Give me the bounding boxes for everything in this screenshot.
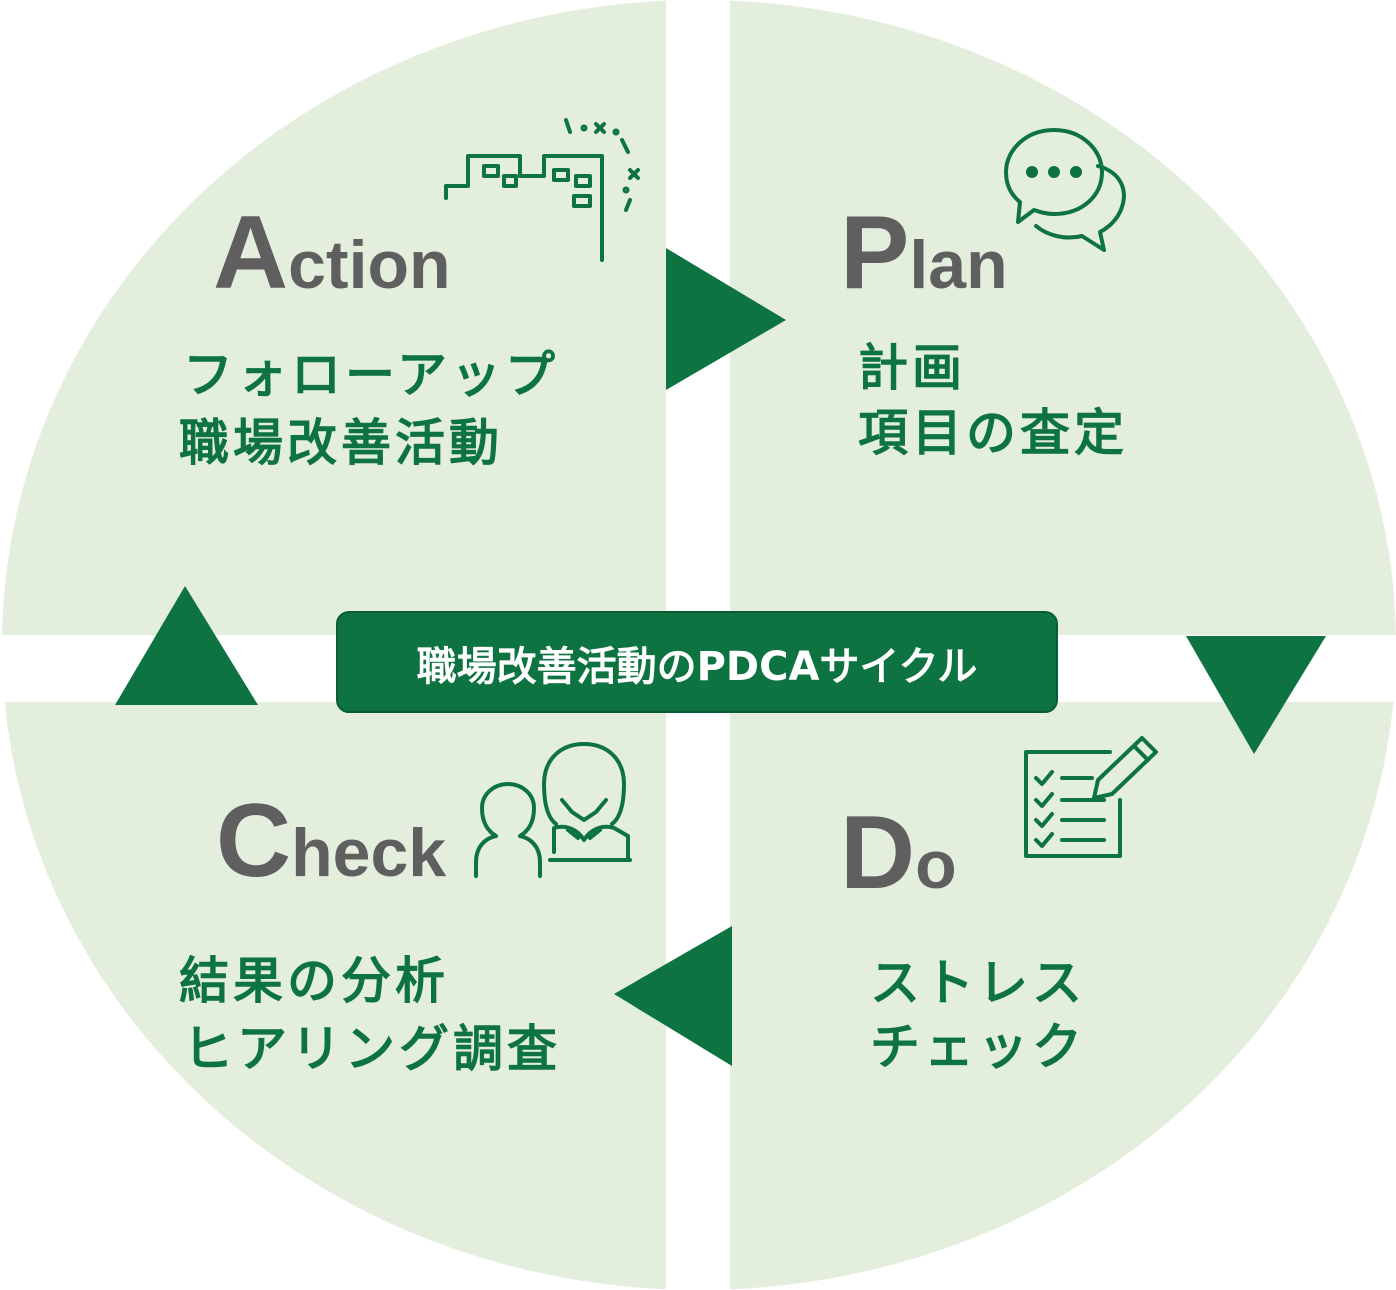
arrow-up-icon: [115, 586, 258, 705]
building-improvement-icon: [444, 118, 640, 262]
arrow-down-icon: [1186, 636, 1326, 754]
check-heading: Check: [216, 783, 446, 899]
check-line-1: 結果の分析: [179, 952, 449, 1010]
speech-bubbles-icon: [1004, 128, 1126, 252]
plan-line-1: 計画: [858, 339, 966, 397]
plan-line-2: 項目の査定: [858, 404, 1128, 462]
center-label-text: 職場改善活動のPDCAサイクル: [417, 644, 978, 690]
quadrant-plan: [730, 0, 1396, 635]
checklist-pencil-icon: [1024, 736, 1158, 858]
quadrant-action: [2, 0, 666, 635]
action-heading: Action: [213, 195, 451, 311]
plan-heading: Plan: [840, 195, 1008, 311]
action-line-1: フォローアップ: [183, 346, 559, 404]
do-line-2: チェック: [870, 1018, 1086, 1076]
do-line-1: ストレス: [870, 954, 1086, 1012]
action-line-2: 職場改善活動: [179, 414, 503, 472]
arrow-right-icon: [666, 248, 786, 390]
arrow-left-icon: [614, 926, 732, 1066]
check-line-2: ヒアリング調査: [183, 1020, 561, 1078]
do-heading: Do: [840, 795, 957, 911]
center-label-box: 職場改善活動のPDCAサイクル: [336, 611, 1058, 713]
interview-people-icon: [474, 742, 632, 878]
